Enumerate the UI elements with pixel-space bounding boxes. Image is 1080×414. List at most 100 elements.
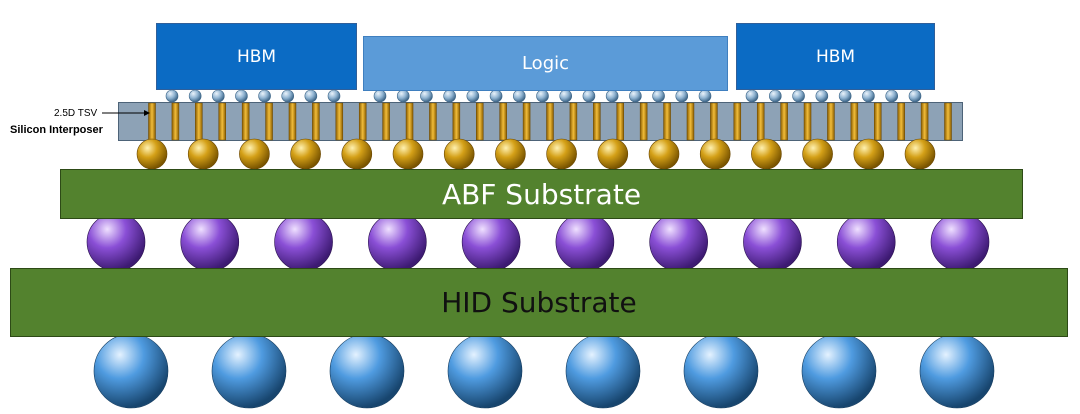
tsv-via xyxy=(405,102,414,141)
micro-bump xyxy=(489,89,503,103)
micro-bump xyxy=(745,89,759,103)
bga-ball xyxy=(180,212,240,272)
bga-ball xyxy=(368,212,427,272)
micro-bump xyxy=(536,89,549,103)
tsv-via xyxy=(312,102,320,141)
c4-bump xyxy=(546,138,577,170)
micro-bump xyxy=(235,89,248,103)
micro-bump xyxy=(908,89,922,103)
micro-bump xyxy=(838,89,852,103)
c4-bump xyxy=(443,138,475,170)
bga-ball-large xyxy=(801,333,877,409)
bga-ball xyxy=(86,212,146,272)
tsv-via xyxy=(476,102,484,141)
micro-bump xyxy=(258,89,271,103)
tsv-via xyxy=(803,102,812,141)
tsv-via xyxy=(148,102,156,141)
c4-bump xyxy=(136,138,168,170)
tsv-via xyxy=(382,102,390,141)
micro-bump xyxy=(605,89,619,103)
tsv-via xyxy=(756,102,765,141)
abf-label: ABF Substrate xyxy=(441,177,642,211)
bga-ball-large xyxy=(565,333,641,409)
bga-ball-large xyxy=(683,333,759,409)
tsv-via xyxy=(850,102,859,141)
bga-ball-large xyxy=(93,333,169,409)
hid-substrate: HID Substrate xyxy=(10,268,1068,337)
micro-bump xyxy=(327,89,341,103)
micro-bump xyxy=(559,89,573,103)
c4-bump xyxy=(290,138,321,170)
micro-bump xyxy=(211,89,225,103)
hbm-chip-right: HBM xyxy=(736,23,935,90)
hbm-right-label: HBM xyxy=(815,46,856,67)
tsv-via xyxy=(733,102,742,141)
micro-bump xyxy=(698,89,712,103)
tsv-via xyxy=(452,102,461,141)
micro-bump xyxy=(443,89,456,103)
tsv-via xyxy=(288,102,297,141)
bga-ball xyxy=(649,212,708,272)
tsv-via xyxy=(616,102,624,141)
micro-bump xyxy=(862,89,875,103)
micro-bump xyxy=(396,89,410,103)
c4-bump xyxy=(751,138,782,170)
micro-bump xyxy=(675,89,689,103)
abf-substrate: ABF Substrate xyxy=(60,169,1023,219)
logic-die: Logic xyxy=(363,36,728,91)
micro-bump xyxy=(652,89,665,103)
bga-ball xyxy=(930,212,990,272)
tsv-via xyxy=(944,102,952,141)
bga-ball-large xyxy=(211,333,287,409)
micro-bump xyxy=(629,89,642,103)
tsv-via xyxy=(897,102,905,141)
bga-ball xyxy=(461,212,521,272)
micro-bump xyxy=(768,89,782,103)
micro-bump xyxy=(815,89,829,103)
bga-ball xyxy=(274,212,333,272)
tsv-via xyxy=(593,102,601,141)
tsv-via xyxy=(710,102,718,141)
micro-bumps xyxy=(165,89,922,103)
hid-label: HID Substrate xyxy=(441,286,637,319)
tsv-via xyxy=(241,102,250,141)
tsv-via xyxy=(358,102,367,141)
c4-bump xyxy=(853,138,885,170)
micro-bump xyxy=(281,89,295,103)
micro-bump xyxy=(885,89,899,103)
logic-label: Logic xyxy=(521,53,570,74)
c4-bump xyxy=(597,138,629,170)
tsv-label: 2.5D TSV xyxy=(54,108,98,119)
tsv-arrow xyxy=(102,110,150,116)
tsv-via xyxy=(195,102,203,141)
micro-bump xyxy=(188,89,202,103)
tsv-via xyxy=(827,102,835,141)
bga-ball-large xyxy=(329,333,405,409)
micro-bump xyxy=(466,89,480,103)
interposer-label: Silicon Interposer xyxy=(10,124,103,136)
c4-bump xyxy=(648,138,680,170)
tsv-via xyxy=(686,102,695,141)
bga-balls-abf xyxy=(86,212,990,272)
tsv-via xyxy=(874,102,882,141)
tsv-vias xyxy=(148,102,952,141)
c4-bump xyxy=(904,138,936,170)
c4-bump xyxy=(239,138,270,170)
micro-bump xyxy=(373,89,387,103)
bga-ball xyxy=(555,212,615,272)
tsv-via xyxy=(429,102,437,141)
tsv-via xyxy=(218,102,226,141)
micro-bump xyxy=(582,89,596,103)
c4-bump xyxy=(802,138,833,170)
tsv-via xyxy=(335,102,344,141)
silicon-interposer xyxy=(118,102,963,141)
tsv-via xyxy=(265,102,273,141)
micro-bump xyxy=(304,89,318,103)
hbm-chip-left: HBM xyxy=(156,23,357,90)
c4-bumps xyxy=(136,138,936,170)
hbm-left-label: HBM xyxy=(236,46,277,67)
bga-balls-hid xyxy=(93,333,995,409)
bga-ball-large xyxy=(919,333,995,409)
